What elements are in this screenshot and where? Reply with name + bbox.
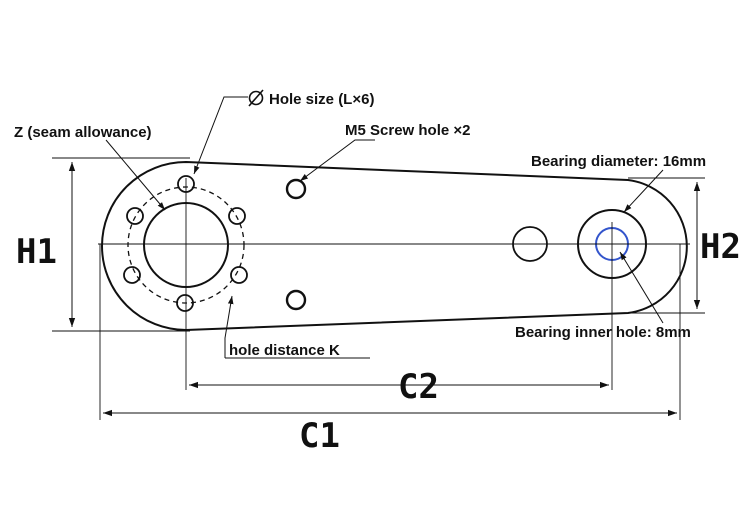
centerlines (98, 178, 690, 390)
bearing-inner-hole-label: Bearing inner hole: 8mm (515, 324, 691, 341)
mounting-hole (176, 294, 194, 312)
c1-label: C1 (299, 416, 340, 456)
screw-hole-bottom (285, 289, 307, 311)
mounting-hole (123, 266, 141, 284)
c2-label: C2 (398, 367, 439, 407)
diameter-icon (248, 89, 264, 107)
mounting-hole (126, 207, 144, 225)
hole-size-label: Hole size (L×6) (269, 91, 374, 108)
h2-label: H2 (700, 227, 741, 267)
leader-lines (105, 96, 664, 359)
mounting-holes (123, 175, 248, 312)
extension-lines (52, 157, 705, 420)
seam-allowance-label: Z (seam allowance) (14, 124, 152, 141)
screw-hole-label: M5 Screw hole ×2 (345, 122, 470, 139)
arm-outline (101, 160, 688, 332)
mounting-hole (228, 207, 246, 225)
mounting-hole (230, 266, 248, 284)
screw-hole-top (285, 178, 307, 200)
h1-label: H1 (16, 232, 57, 272)
hole-distance-label: hole distance K (229, 342, 340, 359)
bearing-diameter-label: Bearing diameter: 16mm (531, 153, 706, 170)
